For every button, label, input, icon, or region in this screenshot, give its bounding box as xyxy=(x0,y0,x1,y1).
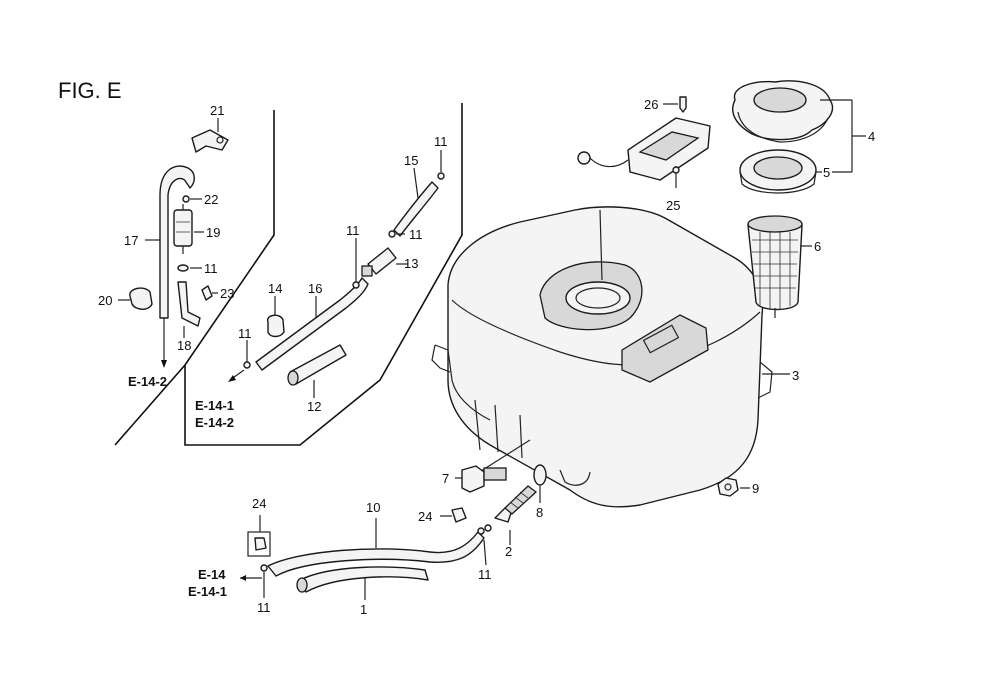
ref-e14-2[interactable]: E-14-2 xyxy=(195,415,234,430)
label-part-18: 18 xyxy=(177,338,191,353)
figure-title: FIG. E xyxy=(58,78,122,103)
label-part-15: 15 xyxy=(404,153,418,168)
label-part-16: 16 xyxy=(308,281,322,296)
label-part-11-middle: 11 xyxy=(238,326,252,341)
label-part-3: 3 xyxy=(792,368,799,383)
label-part-2: 2 xyxy=(505,544,512,559)
clip-23 xyxy=(201,285,218,301)
arrow-e141-head xyxy=(228,375,236,382)
label-part-5: 5 xyxy=(823,165,830,180)
ref-e14[interactable]: E-14 xyxy=(198,567,226,582)
label-part-11-filter-right: 11 xyxy=(409,227,423,242)
clip-11-bottom-mid xyxy=(477,527,485,535)
section-separator-middle xyxy=(184,103,463,446)
label-part-20: 20 xyxy=(98,293,112,308)
fuel-tube-15 xyxy=(393,167,439,237)
clip-11-middle xyxy=(243,361,251,369)
label-part-1: 1 xyxy=(360,602,367,617)
label-part-10: 10 xyxy=(366,500,380,515)
label-part-9: 9 xyxy=(752,481,759,496)
fuel-filter-19 xyxy=(173,204,204,254)
arrow-e14-head xyxy=(240,575,246,581)
label-part-21: 21 xyxy=(210,103,224,118)
fuel-tank xyxy=(431,206,790,508)
leader-11-bottom-mid xyxy=(483,539,487,566)
label-part-11-top: 11 xyxy=(434,134,448,149)
drain-bolt xyxy=(455,465,507,493)
clip-21 xyxy=(191,118,229,153)
label-part-25: 25 xyxy=(666,198,680,213)
clip-24-bottom-mid xyxy=(440,507,467,523)
fuel-gauge xyxy=(577,96,711,188)
ref-e14-1-bottom[interactable]: E-14-1 xyxy=(188,584,227,599)
label-part-11-left: 11 xyxy=(204,261,218,276)
label-part-13: 13 xyxy=(404,256,418,271)
label-part-24-mid: 24 xyxy=(418,509,432,524)
clip-11-left-of-filter xyxy=(352,281,360,289)
label-part-19: 19 xyxy=(206,225,220,240)
ref-e14-2-left[interactable]: E-14-2 xyxy=(128,374,167,389)
label-part-14: 14 xyxy=(268,281,282,296)
fuel-tube-10 xyxy=(267,518,485,577)
clip-20 xyxy=(118,287,153,310)
arrow-e142-left-head xyxy=(161,360,167,368)
fuel-tube-1 xyxy=(296,566,429,600)
fuel-tube-17 xyxy=(145,165,195,319)
clip-11-top xyxy=(437,172,445,180)
section-separator-left xyxy=(114,110,275,446)
ref-e14-1[interactable]: E-14-1 xyxy=(195,398,234,413)
clip-11-right-of-filter xyxy=(388,230,396,238)
clip-24-bottom-left xyxy=(247,515,271,557)
label-part-12: 12 xyxy=(307,399,321,414)
label-part-22: 22 xyxy=(204,192,218,207)
label-part-8: 8 xyxy=(536,505,543,520)
label-part-17: 17 xyxy=(124,233,138,248)
fuel-strainer xyxy=(747,215,812,318)
label-part-23: 23 xyxy=(220,286,234,301)
label-part-11-filter-left: 11 xyxy=(346,223,360,238)
fuel-filter-13 xyxy=(361,247,408,277)
label-part-7: 7 xyxy=(442,471,449,486)
sealing-washer xyxy=(533,464,547,503)
fuel-tube-18 xyxy=(177,281,201,338)
clip-22 xyxy=(182,195,202,203)
fuel-tube-16 xyxy=(255,277,369,371)
label-part-11-bottom-mid: 11 xyxy=(478,567,492,582)
label-part-6: 6 xyxy=(814,239,821,254)
clip-14 xyxy=(266,296,285,338)
cap-gasket xyxy=(739,149,852,194)
tank-nut xyxy=(717,477,750,497)
clip-11-left xyxy=(177,264,202,272)
label-part-11-bottom-left: 11 xyxy=(257,600,271,615)
label-part-26: 26 xyxy=(644,97,658,112)
fuel-cock xyxy=(484,485,538,545)
label-part-24-left: 24 xyxy=(252,496,266,511)
label-part-4: 4 xyxy=(868,129,875,144)
fuel-cap xyxy=(732,80,866,172)
clip-11-bottom-left xyxy=(260,564,268,572)
fuel-tube-12 xyxy=(287,344,347,398)
